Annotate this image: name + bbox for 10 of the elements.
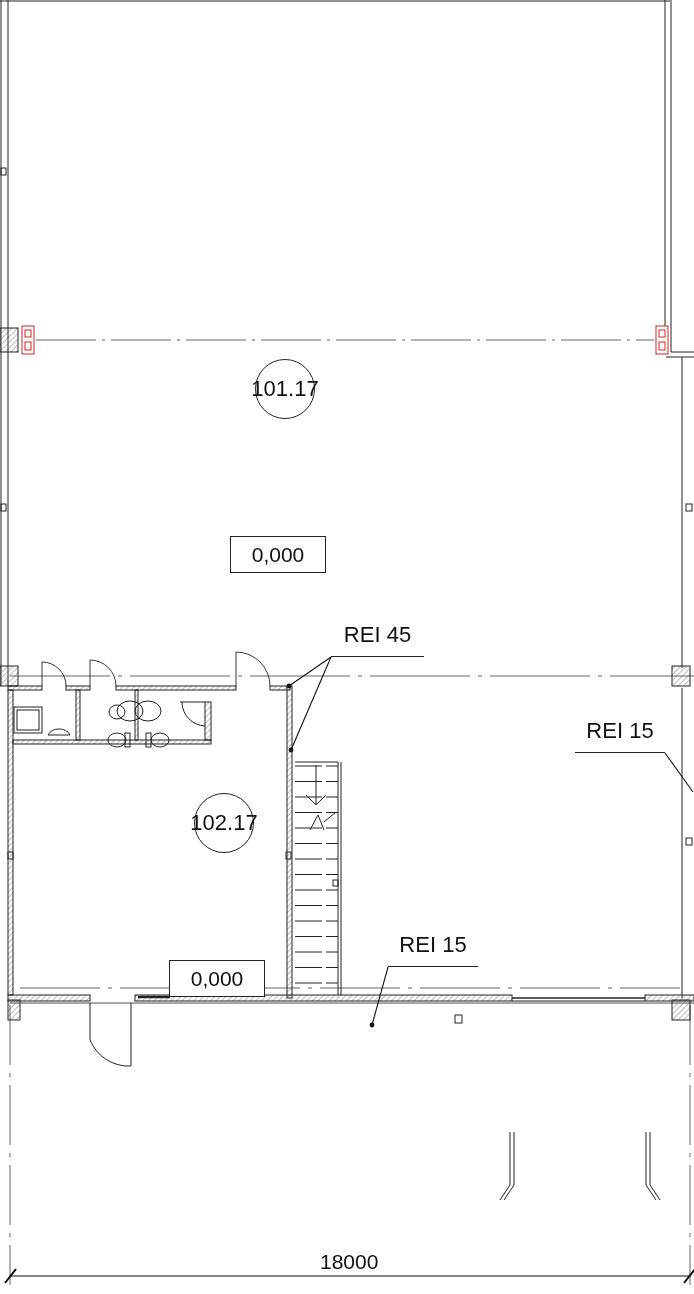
floor-level-tag: 0,000 [169,960,265,997]
leader-line [286,656,332,689]
fire-rating-note: REI 15 [575,720,665,753]
leader-line [664,752,694,793]
fire-rating-note: REI 15 [388,934,478,967]
leader-line [369,966,389,1028]
dimension-text: 18000 [320,1251,379,1272]
leader-line [288,656,332,753]
fire-rating-note: REI 45 [331,624,424,657]
floor-level-tag: 0,000 [230,536,326,573]
